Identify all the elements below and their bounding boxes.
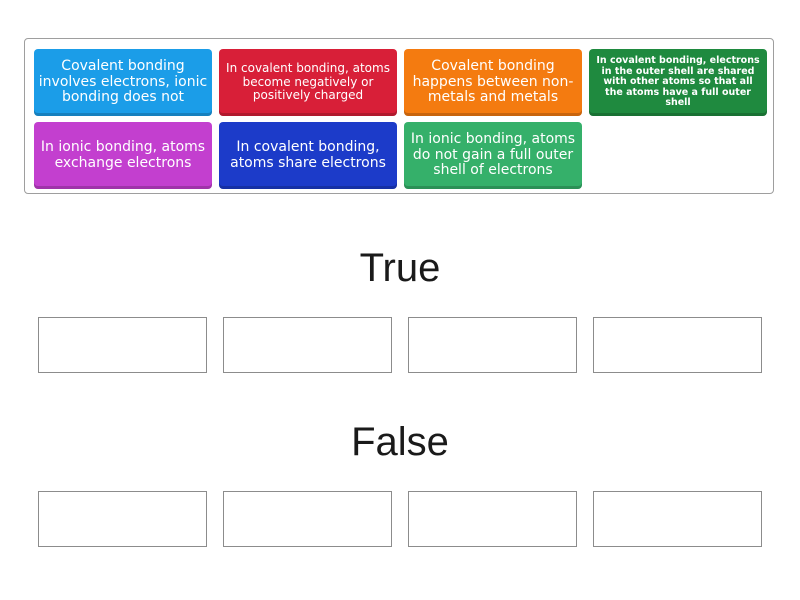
answer-tile-text: Covalent bonding involves electrons, ion… [38,57,208,106]
false-drop-slot[interactable] [38,491,207,547]
answer-tile-text: In ionic bonding, atoms exchange electro… [40,138,206,171]
false-drop-slot[interactable] [593,491,762,547]
answer-tile-2[interactable]: In covalent bonding, atoms become negati… [219,49,397,116]
answer-tile-7[interactable]: In ionic bonding, atoms do not gain a fu… [404,122,582,189]
true-drop-slot[interactable] [223,317,392,373]
answer-tile-text: In covalent bonding, atoms share electro… [230,138,386,171]
false-drop-slot[interactable] [408,491,577,547]
answer-tile-text: In covalent bonding, atoms become negati… [226,61,390,103]
true-drop-slot[interactable] [408,317,577,373]
group-heading-false: False [351,420,449,464]
true-drop-slot[interactable] [38,317,207,373]
answer-tile-1[interactable]: Covalent bonding involves electrons, ion… [34,49,212,116]
answer-tile-3[interactable]: Covalent bonding happens between non-met… [404,49,582,116]
answer-tile-text: Covalent bonding happens between non-met… [412,57,574,106]
answer-tile-5[interactable]: In ionic bonding, atoms exchange electro… [34,122,212,189]
true-drop-slot[interactable] [593,317,762,373]
group-heading-true: True [359,246,441,290]
answer-tile-6[interactable]: In covalent bonding, atoms share electro… [219,122,397,189]
false-drop-slot[interactable] [223,491,392,547]
answer-tile-text: In covalent bonding, electrons in the ou… [596,54,760,109]
answer-tile-4[interactable]: In covalent bonding, electrons in the ou… [589,49,767,116]
answer-bank: Covalent bonding involves electrons, ion… [24,38,774,194]
answer-tile-text: In ionic bonding, atoms do not gain a fu… [410,130,576,179]
